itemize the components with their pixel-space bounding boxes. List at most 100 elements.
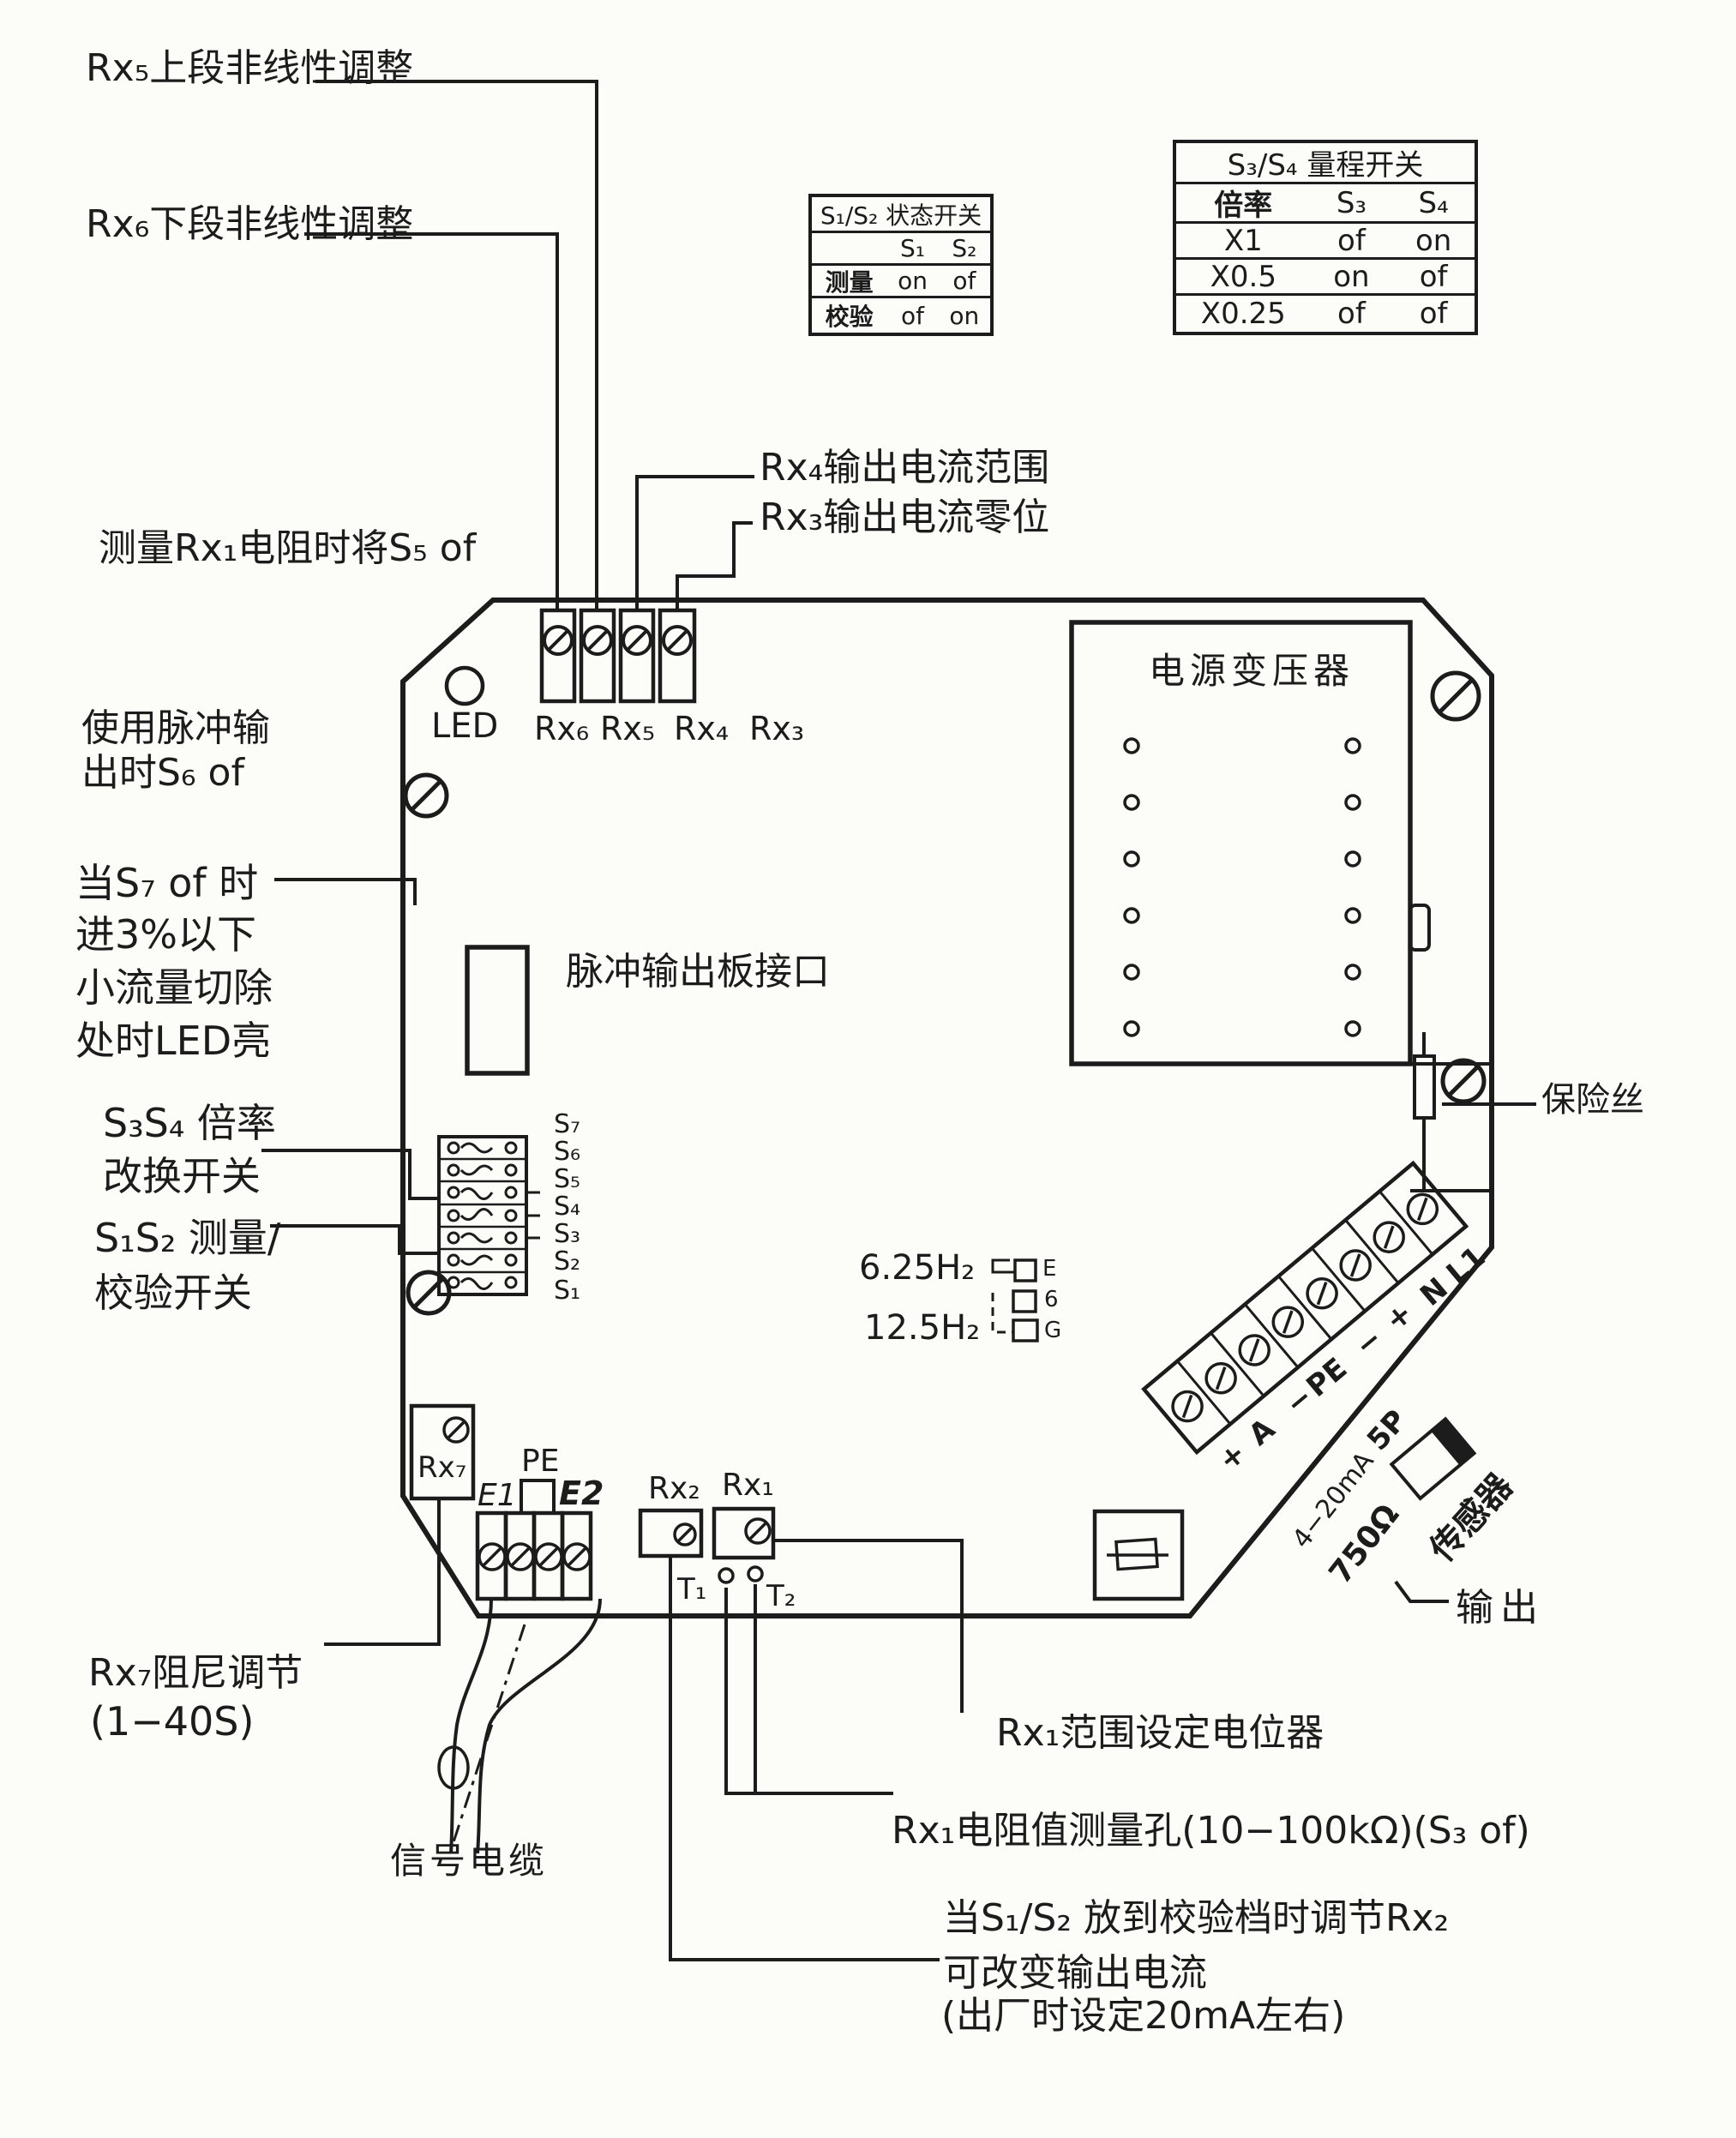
dip-switch-row (447, 1141, 518, 1155)
leader-rx7-damping (324, 1500, 441, 1646)
terminal-label-n: N (1414, 1271, 1455, 1313)
jumper-mark-6: 6 (1044, 1287, 1059, 1312)
rx7-box (409, 1403, 476, 1501)
dip-switch-block (437, 1135, 540, 1296)
callout-rx3-zero: Rx₃输出电流零位 (760, 495, 1050, 539)
dip-label-s1: S₁ (554, 1276, 581, 1306)
callout-rx7-damping-line1: Rx₇阻尼调节 (88, 1651, 303, 1695)
callout-calibration-line3: (出厂时设定20mA左右) (941, 1994, 1346, 2038)
pulse-interface-connector (465, 945, 530, 1076)
callout-rx6-lower: Rx₆下段非线性调整 (86, 202, 414, 246)
terminal-label: A (1242, 1412, 1282, 1453)
callout-rx5-upper: Rx₅上段非线性调整 (86, 46, 414, 90)
dip-label-s3: S₃ (554, 1219, 581, 1249)
leader-lines (261, 80, 1536, 1961)
callout-s7-line4: 处时LED亮 (75, 1018, 272, 1064)
leader-rx1-pot (772, 1539, 964, 1713)
pot-label-rx3: Rx₃ (749, 710, 805, 748)
jumper-pad (1013, 1258, 1037, 1282)
terminal-label: + (1212, 1436, 1253, 1478)
leader-s1s2 (270, 1224, 439, 1255)
leader-rx4-range (635, 475, 754, 612)
table-cell: of (1337, 223, 1366, 258)
leader-rx5-upper (315, 80, 598, 612)
table-cell: 测量 (825, 267, 874, 297)
callout-calibration-line2: 可改变输出电流 (943, 1951, 1207, 1995)
dip-label-s6: S₆ (554, 1137, 581, 1167)
callout-pulse-out-line1: 使用脉冲输 (81, 706, 270, 750)
rx1-label: Rx₁ (722, 1468, 774, 1503)
leader-output (1394, 1580, 1449, 1603)
sensor-connector (1389, 1416, 1477, 1501)
screw-icon (1430, 670, 1481, 722)
dip-label-s5: S₅ (554, 1164, 581, 1194)
table-cell: on (1333, 259, 1370, 294)
plug-5p-label: 5P (1361, 1403, 1414, 1457)
test-hole-t1 (718, 1567, 735, 1584)
dip-switch-row (447, 1186, 518, 1200)
callout-rx4-range: Rx₄输出电流范围 (760, 446, 1050, 489)
signal-cable-drawing (437, 1598, 602, 1854)
transformer-label: 电源变压器 (1149, 650, 1355, 692)
potentiometer-rx6 (539, 608, 577, 704)
callout-s3s4-line2: 改换开关 (103, 1153, 261, 1199)
led-indicator (444, 665, 485, 706)
transformer-pins (1123, 737, 1361, 1037)
table-s1s2-state-switch: S₁/S₂ 状态开关 S₁ S₂ 测量 on of 校验 of on (808, 194, 994, 336)
callout-calibration-line1: 当S₁/S₂ 放到校验档时调节Rx₂ (943, 1896, 1450, 1940)
pe-label: PE (521, 1444, 560, 1479)
rx7-label: Rx₇ (417, 1450, 467, 1485)
pulse-interface-label: 脉冲输出板接口 (566, 950, 830, 994)
fuse-holder-box (1092, 1509, 1185, 1601)
screw-icon (1440, 1058, 1487, 1104)
screw-icon (744, 1517, 772, 1545)
table-title: S₁/S₂ 状态开关 (820, 201, 982, 230)
table-cell: on (898, 267, 928, 295)
terminal-screw-icons (478, 1542, 592, 1571)
test-hole-t2 (747, 1565, 764, 1582)
callout-s7-line2: 进3%以下 (75, 911, 256, 958)
dip-switch-row (447, 1253, 518, 1267)
table-cell: X0.25 (1200, 297, 1286, 331)
callout-measure-rx1: 测量Rx₁电阻时将S₅ of (99, 526, 477, 570)
callout-rx1-hole: Rx₁电阻值测量孔(10−100kΩ)(S₃ of) (892, 1809, 1530, 1853)
screw-icon (403, 772, 449, 819)
table-cell: of (901, 301, 925, 330)
callout-s3s4-line1: S₃S₄ 倍率 (103, 1100, 276, 1146)
led-label: LED (431, 706, 499, 746)
jumper-pad (1012, 1289, 1037, 1313)
table-cell: 校验 (825, 303, 874, 331)
pot-label-rx5: Rx₅ (600, 710, 656, 748)
table-row: X0.5 on of (1176, 260, 1475, 296)
fuse-label: 保险丝 (1541, 1080, 1644, 1120)
freq-jumper-125: 12.5H₂ (864, 1308, 981, 1348)
table-cell: of (1419, 259, 1448, 294)
table-row: X0.25 of of (1176, 296, 1475, 332)
potentiometer-rx5 (579, 608, 616, 704)
table-col-header: 倍率 (1214, 189, 1273, 223)
table-s3s4-range-switch: S₃/S₄ 量程开关 倍率 S₃ S₄ X1 of on X0.5 on of … (1173, 140, 1478, 335)
dip-label-s4: S₄ (554, 1192, 581, 1222)
table-col-header: S₃ (1336, 185, 1367, 220)
terminal-label: + (1379, 1296, 1420, 1338)
dip-switch-row (447, 1163, 518, 1177)
callout-s7-line3: 小流量切除 (75, 964, 273, 1011)
rx2-pot-box (638, 1508, 704, 1558)
t2-label: T₂ (766, 1579, 796, 1613)
table-col-header: S₁ (900, 234, 926, 262)
dip-label-s7: S₇ (554, 1109, 581, 1139)
e2-label: E2 (559, 1474, 604, 1512)
dip-switch-row (447, 1276, 518, 1290)
table-cell: X1 (1223, 223, 1263, 258)
output-label: 输出 (1456, 1586, 1545, 1630)
jumper-mark-g: G (1044, 1318, 1062, 1343)
table-cell: of (952, 267, 976, 295)
e1-label: E1 (478, 1478, 517, 1513)
dip-switch-rows (447, 1141, 518, 1290)
power-transformer-box (1069, 620, 1492, 1192)
table-col-header: S₂ (952, 234, 977, 262)
table-cell: X0.5 (1210, 259, 1276, 294)
leader-s7-note (274, 878, 417, 905)
